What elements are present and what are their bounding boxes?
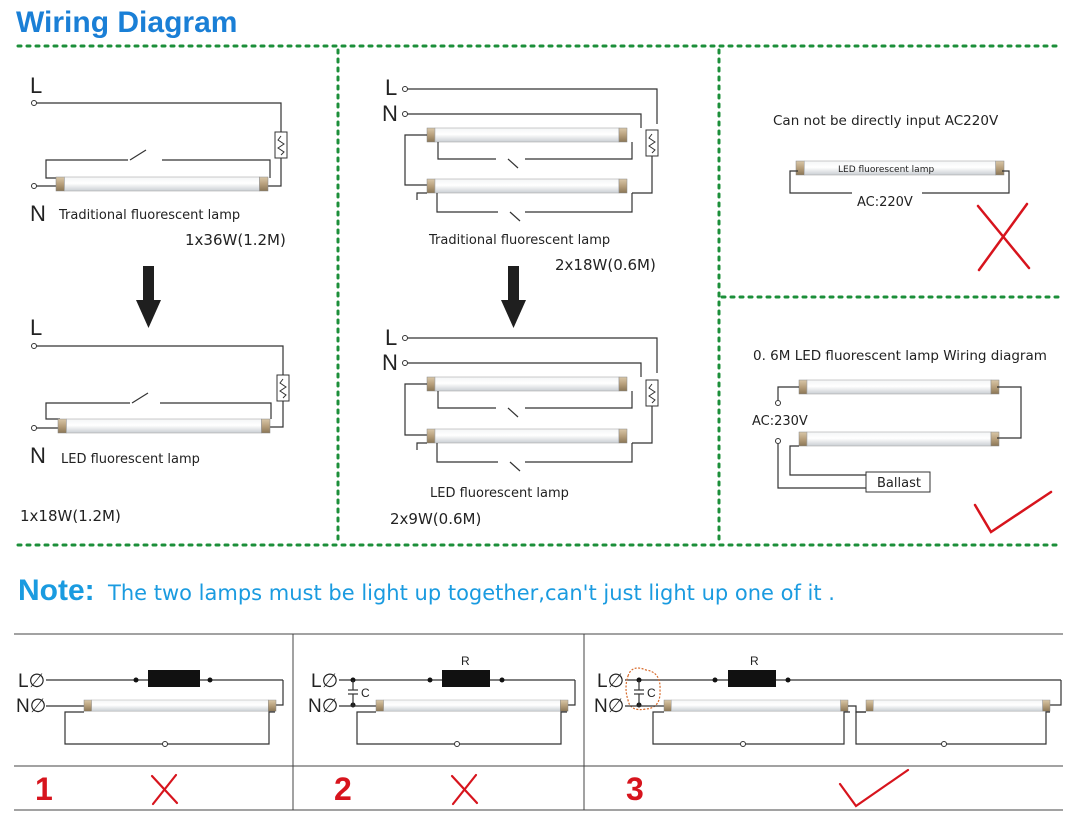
switch-symbol xyxy=(129,149,147,161)
terminal-L: L xyxy=(385,325,397,350)
lamp-label: LED fluorescent lamp xyxy=(838,165,934,175)
caption: LED fluorescent lamp xyxy=(61,452,200,467)
panel-heading: Can not be directly input AC220V xyxy=(773,113,999,129)
switch-symbol xyxy=(131,392,149,404)
highlight-circle xyxy=(625,667,661,711)
lamp-tube xyxy=(663,699,849,712)
lamp-tube xyxy=(426,178,628,194)
terminal-L: L xyxy=(385,75,397,100)
starter-symbol xyxy=(274,131,288,159)
comparison-table xyxy=(14,633,1063,811)
panel1-traditional-circuit: L N Traditional fluorescent lamp 1x36W(1… xyxy=(30,73,288,249)
cross-mark-icon xyxy=(150,773,179,806)
terminal-L: L∅ xyxy=(18,671,45,692)
panel-grid xyxy=(16,44,1064,547)
cross-mark-icon xyxy=(450,773,479,806)
caption: Traditional fluorescent lamp xyxy=(58,208,240,223)
starter-symbol xyxy=(645,379,659,407)
ac-label: AC:230V xyxy=(752,414,808,429)
lamp-tube xyxy=(426,376,628,392)
spec: 1x36W(1.2M) xyxy=(185,231,286,249)
panel3-direct-ac-wrong: Can not be directly input AC220V LED flu… xyxy=(773,113,1031,272)
lamp-tube xyxy=(798,431,1000,447)
panel2-led-circuit: L N LED fluorescent lamp 2x9W(0.6M) xyxy=(382,325,659,528)
note-text: The two lamps must be light up together,… xyxy=(107,581,835,605)
ballast-symbol xyxy=(148,670,200,687)
lamp-tube xyxy=(426,428,628,444)
row-number: 1 xyxy=(35,771,53,807)
lamp-tube xyxy=(57,418,271,434)
ballast-label: Ballast xyxy=(877,476,921,491)
starter-symbol xyxy=(645,129,659,157)
note-line: Note: The two lamps must be light up tog… xyxy=(18,574,835,607)
terminal-N: N∅ xyxy=(594,696,624,717)
ac-label: AC:220V xyxy=(857,195,913,210)
note-heading: Note: xyxy=(18,574,95,607)
down-arrow-icon xyxy=(136,266,161,328)
terminal-N: N xyxy=(382,350,398,375)
resistor-label: R xyxy=(461,654,470,668)
row-number: 2 xyxy=(334,771,352,807)
check-mark-icon xyxy=(973,490,1053,534)
starter-symbol xyxy=(276,374,290,402)
resistor-symbol xyxy=(442,670,490,687)
lamp-tube xyxy=(55,176,269,192)
cross-mark-icon xyxy=(976,202,1031,272)
terminal-L: L xyxy=(30,73,42,98)
spec: 2x18W(0.6M) xyxy=(555,256,656,274)
panel1-led-circuit: L N LED fluorescent lamp 1x18W(1.2M) xyxy=(20,315,290,525)
terminal-N: N∅ xyxy=(16,696,46,717)
capacitor-label: C xyxy=(647,686,656,700)
table-cell-1-circuit: L∅ N∅ 1 xyxy=(16,670,284,807)
lamp-tube xyxy=(798,379,1000,395)
lamp-tube xyxy=(83,699,277,712)
panel-heading: 0. 6M LED fluorescent lamp Wiring diagra… xyxy=(753,348,1047,364)
terminal-L: L xyxy=(30,315,42,340)
terminal-N: N∅ xyxy=(308,696,338,717)
row-number: 3 xyxy=(626,771,644,807)
terminal-N: N xyxy=(30,443,46,468)
resistor-symbol xyxy=(728,670,776,687)
capacitor-label: C xyxy=(361,686,370,700)
lamp-tube xyxy=(865,699,1051,712)
lamp-tube xyxy=(375,699,569,712)
caption: Traditional fluorescent lamp xyxy=(428,233,610,248)
resistor-label: R xyxy=(750,654,759,668)
spec: 1x18W(1.2M) xyxy=(20,507,121,525)
terminal-L: L∅ xyxy=(597,671,624,692)
terminal-N: N xyxy=(30,201,46,226)
terminal-N: N xyxy=(382,101,398,126)
lamp-tube xyxy=(426,127,628,143)
table-cell-3-circuit: L∅ N∅ R C 3 xyxy=(594,654,1062,808)
table-cell-2-circuit: L∅ N∅ R C 2 xyxy=(308,654,576,807)
page-title: Wiring Diagram xyxy=(16,6,237,39)
panel2-traditional-circuit: L N Traditional fluorescent lamp 2x18W(0… xyxy=(382,75,659,274)
terminal-L: L∅ xyxy=(311,671,338,692)
down-arrow-icon xyxy=(501,266,526,328)
spec: 2x9W(0.6M) xyxy=(390,510,481,528)
caption: LED fluorescent lamp xyxy=(430,486,569,501)
panel4-ballast-wiring-correct: 0. 6M LED fluorescent lamp Wiring diagra… xyxy=(752,348,1053,534)
check-mark-icon xyxy=(838,768,910,808)
